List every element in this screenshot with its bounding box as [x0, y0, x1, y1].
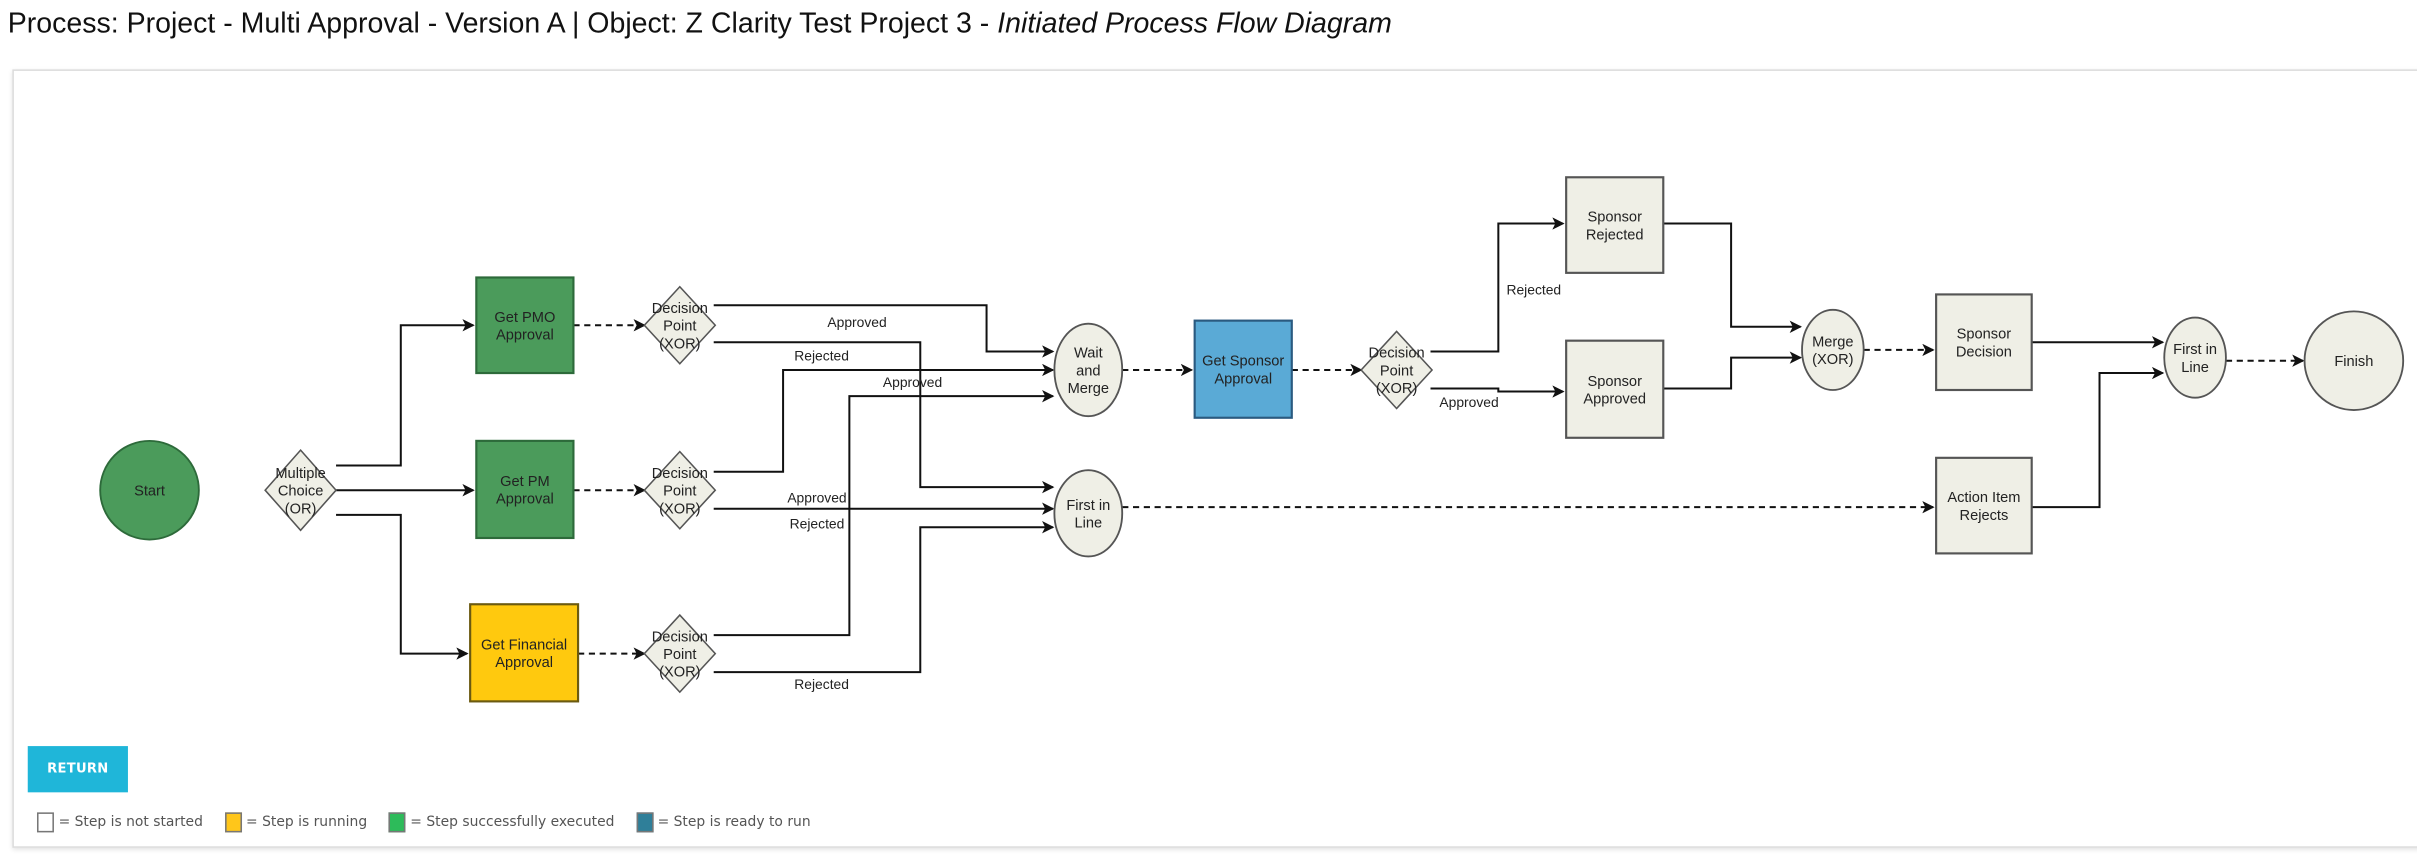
flow-connector	[1663, 222, 1803, 333]
node-shape	[643, 613, 717, 694]
flow-connector	[713, 521, 1055, 674]
legend-label: = Step is running	[246, 814, 368, 831]
node-shape	[1935, 293, 2033, 392]
legend-label: = Step successfully executed	[410, 814, 615, 831]
legend-not-started: = Step is not started	[36, 812, 203, 833]
node-shape	[1801, 308, 1865, 391]
legend-ready: = Step is ready to run	[636, 812, 811, 833]
node-label: Start	[134, 484, 165, 500]
node-shape	[1053, 322, 1124, 418]
flow-connector	[2031, 366, 2165, 509]
edge-label-d2-approved: Approved	[787, 490, 846, 506]
edge-label-d1-approved: Approved	[827, 314, 886, 330]
page-title-subtitle: Initiated Process Flow Diagram	[997, 6, 1392, 39]
edge-label-d3-rejected: Rejected	[794, 676, 849, 692]
node-shape	[475, 276, 575, 375]
node-shape	[1053, 469, 1124, 558]
flow-connector	[713, 389, 1055, 637]
edge-label-d4-approved: Approved	[1439, 394, 1498, 410]
flow-connector	[1663, 351, 1803, 390]
edge-label-d1-rejected: Rejected	[794, 348, 849, 364]
flow-connector	[713, 363, 1055, 473]
legend-label: = Step is not started	[58, 814, 203, 831]
status-legend: = Step is not started = Step is running …	[36, 812, 832, 833]
legend-swatch	[224, 812, 242, 833]
node-shape	[475, 439, 575, 540]
node-label: Merge(XOR)	[1812, 334, 1853, 368]
edge-label-d3-approved: Approved	[883, 374, 942, 390]
node-shape	[264, 448, 338, 532]
node-shape	[643, 450, 717, 530]
legend-label: = Step is ready to run	[657, 814, 811, 831]
node-shape	[1565, 176, 1665, 274]
node-shape	[643, 285, 717, 365]
flow-connector	[1430, 385, 1565, 398]
node-shape	[1193, 319, 1293, 419]
node-shape	[1935, 456, 2033, 555]
flow-connector	[713, 341, 1055, 494]
node-shape	[2303, 310, 2405, 411]
legend-executed: = Step successfully executed	[388, 812, 615, 833]
page-title-main: Process: Project - Multi Approval - Vers…	[7, 6, 998, 39]
node-finish[interactable]: Finish	[2303, 310, 2405, 411]
node-label: Finish	[2334, 354, 2373, 370]
edge-label-d2-rejected: Rejected	[790, 516, 845, 532]
node-start[interactable]: Start	[99, 439, 200, 541]
node-shape	[1360, 330, 1434, 410]
flow-connector	[713, 304, 1055, 358]
flow-connector	[1430, 217, 1565, 353]
page-title: Process: Project - Multi Approval - Vers…	[8, 6, 1392, 40]
legend-running: = Step is running	[224, 812, 368, 833]
legend-swatch	[388, 812, 406, 833]
node-shape	[1565, 339, 1665, 439]
node-shape	[2163, 316, 2227, 399]
node-merge[interactable]: Merge(XOR)	[1801, 308, 1865, 391]
node-shape	[469, 603, 580, 703]
node-shape	[99, 439, 200, 541]
legend-swatch	[36, 812, 54, 833]
flow-connector	[336, 513, 469, 660]
legend-swatch	[636, 812, 653, 833]
return-button[interactable]: RETURN	[27, 746, 128, 793]
flow-connector	[336, 319, 475, 467]
edge-label-d4-rejected: Rejected	[1506, 281, 1561, 297]
